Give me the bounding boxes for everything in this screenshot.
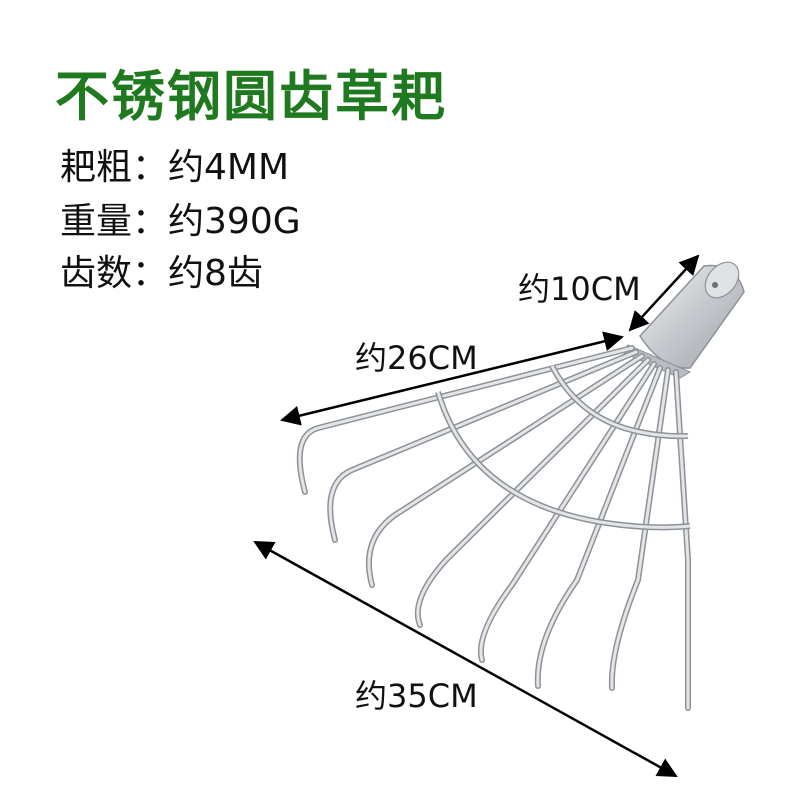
arrow-tine-length <box>280 331 624 426</box>
spec-weight-label: 重量： <box>60 201 169 242</box>
dimension-head-width-label: 约10CM <box>518 270 641 308</box>
spec-tooth-count-value: 约8齿 <box>168 253 263 294</box>
spec-thickness: 耙粗：约4MM <box>60 138 289 190</box>
spec-thickness-value: 约4MM <box>168 147 290 188</box>
arrow-head-width <box>628 254 700 332</box>
spec-tooth-count: 齿数：约8齿 <box>60 244 263 296</box>
dimension-tine-length-label: 约26CM <box>355 339 478 377</box>
spec-weight: 重量：约390G <box>60 192 301 244</box>
arrow-total-width <box>253 540 678 778</box>
dimension-arrows <box>253 254 700 778</box>
spec-thickness-label: 耙粗： <box>60 147 169 188</box>
spec-tooth-count-label: 齿数： <box>60 253 169 294</box>
product-title: 不锈钢圆齿草耙 <box>55 65 447 128</box>
spec-weight-value: 约390G <box>168 201 301 242</box>
dimension-total-width-label: 约35CM <box>355 677 478 715</box>
